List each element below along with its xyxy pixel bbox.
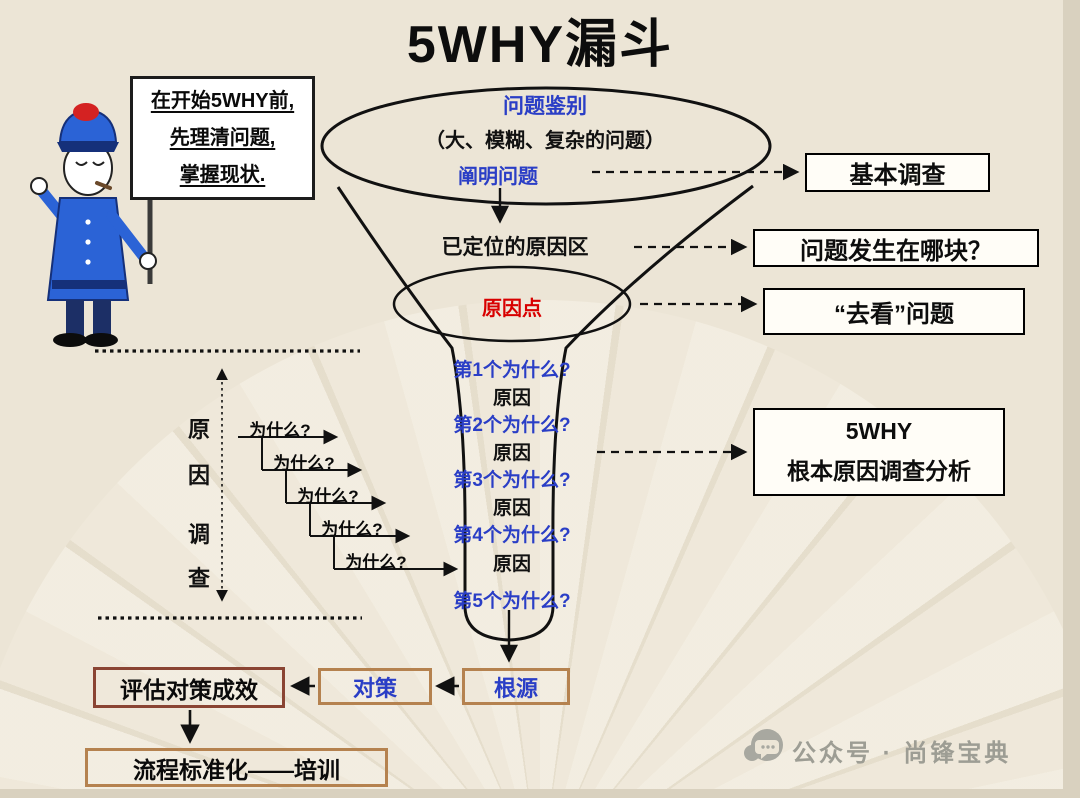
funnel-cause-2: 原因 [492, 443, 531, 464]
right-box-where-problem: 问题发生在哪块？ [753, 229, 1039, 267]
watermark-text: 公众号 · 尚锋宝典 [792, 740, 1012, 767]
funnel-why-5: 第5个为什么? [453, 591, 571, 612]
vertical-label-char-4: 查 [187, 566, 210, 591]
right-box-5why-analysis: 5WHY 根本原因调查分析 [753, 408, 1005, 496]
right-box-basic-investigation: 基本调查 [805, 153, 990, 192]
countermeasure-box: 对策 [318, 668, 432, 705]
vertical-label-char-3: 调 [187, 522, 210, 547]
right-box-go-see: “去看”问题 [763, 288, 1025, 335]
stair-why-5: 为什么? [345, 553, 407, 572]
funnel-label-clarify: 阐明问题 [458, 166, 538, 188]
funnel-why-2: 第2个为什么? [453, 415, 571, 436]
right-box-5why-line2: 根本原因调查分析 [787, 458, 971, 485]
sign-line: 先理清问题, [169, 126, 276, 149]
funnel-label-identify-sub: （大、模糊、复杂的问题） [425, 130, 665, 152]
advice-sign: 在开始5WHY前, 先理清问题, 掌握现状. [130, 76, 315, 200]
slide-edge-bottom [0, 789, 1080, 798]
evaluate-box: 评估对策成效 [93, 667, 285, 708]
slide-edge-right [1063, 0, 1080, 798]
funnel-why-4: 第4个为什么? [453, 525, 571, 546]
vertical-label-char-2: 因 [187, 463, 210, 488]
standardize-box: 流程标准化——培训 [85, 748, 388, 787]
funnel-cause-1: 原因 [492, 388, 531, 409]
funnel-label-located-area: 已定位的原因区 [441, 236, 589, 259]
funnel-why-1: 第1个为什么? [453, 360, 571, 381]
stair-why-4: 为什么? [321, 520, 383, 539]
funnel-label-identify: 问题鉴别 [503, 95, 587, 118]
stair-why-2: 为什么? [273, 454, 335, 473]
funnel-why-3: 第3个为什么? [453, 470, 571, 491]
funnel-cause-3: 原因 [492, 498, 531, 519]
stair-why-3: 为什么? [297, 487, 359, 506]
root-box: 根源 [462, 668, 570, 705]
sign-line: 掌握现状. [179, 163, 266, 186]
page-title: 5WHY漏斗 [406, 16, 674, 74]
right-box-5why-line1: 5WHY [845, 417, 913, 444]
sign-line: 在开始5WHY前, [150, 89, 295, 112]
stair-why-1: 为什么? [249, 421, 311, 440]
vertical-label-char-1: 原 [187, 417, 210, 442]
funnel-label-cause-point: 原因点 [482, 298, 542, 320]
